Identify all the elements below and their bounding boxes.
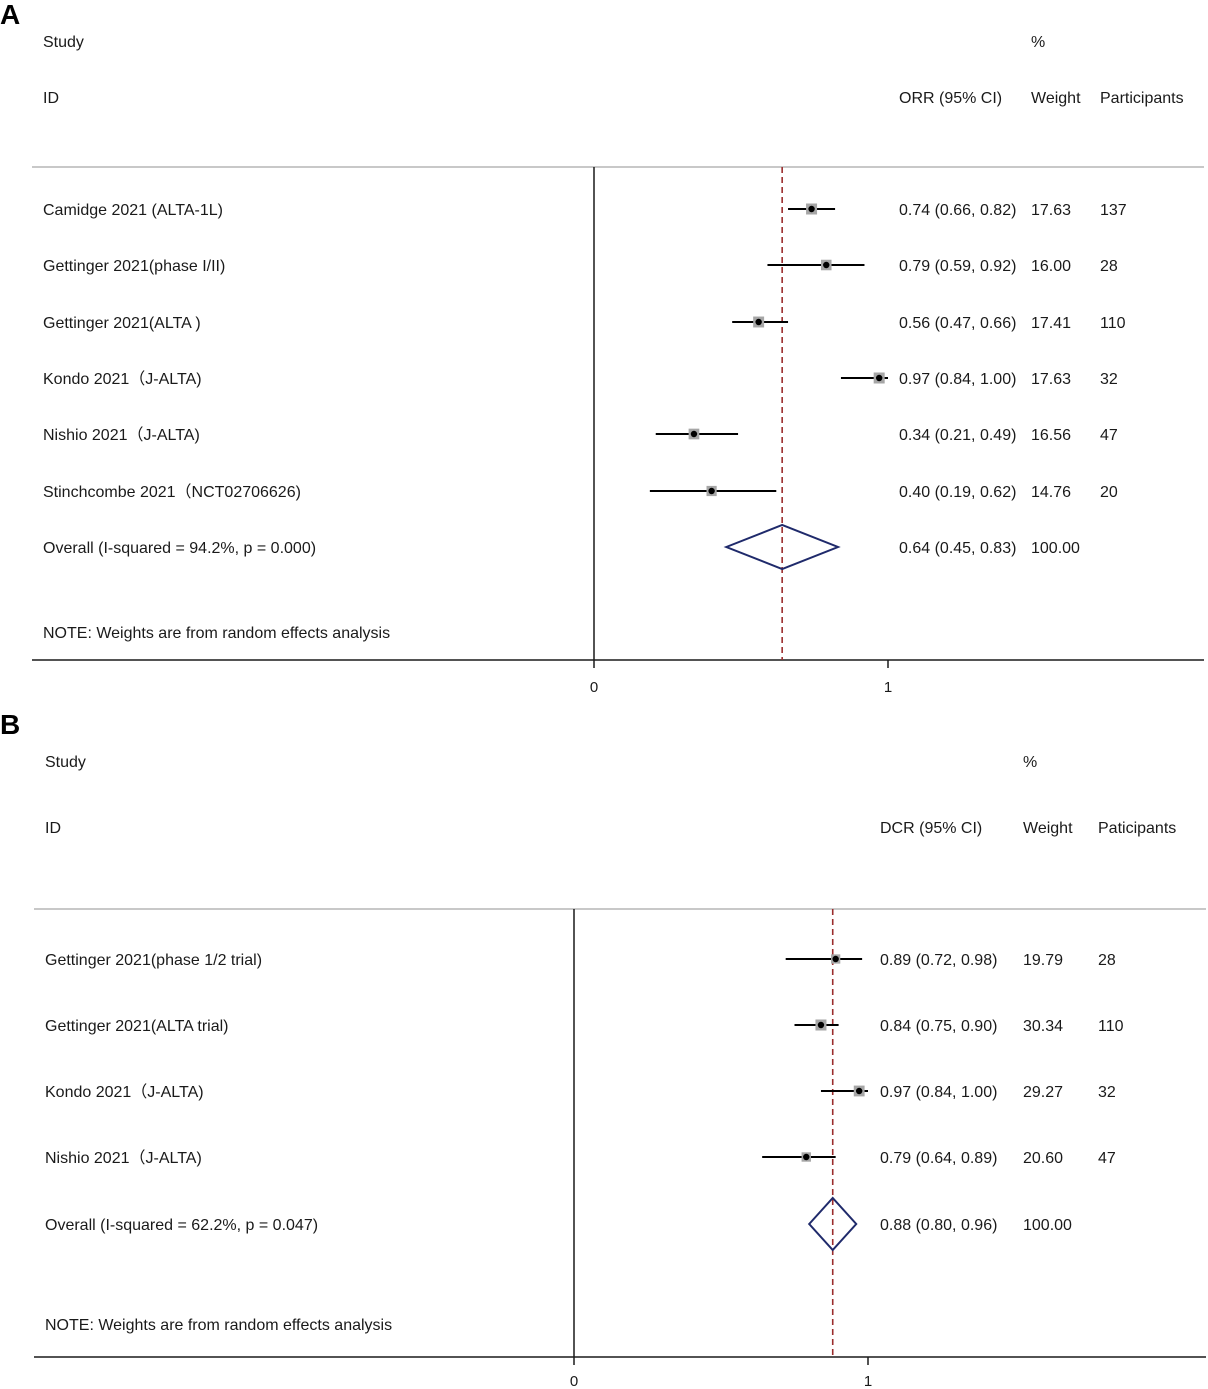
percent-header: % <box>1023 754 1037 771</box>
study-ci-text: 0.79 (0.59, 0.92) <box>899 258 1016 275</box>
study-weight: 20.60 <box>1023 1150 1063 1167</box>
point-estimate <box>875 374 883 382</box>
study-participants: 20 <box>1100 484 1118 501</box>
point-estimate <box>690 430 698 438</box>
point-estimate <box>708 487 715 495</box>
point-estimate <box>803 1153 810 1161</box>
study-participants: 110 <box>1100 315 1126 332</box>
study-participants: 28 <box>1100 258 1118 275</box>
x-tick-label: 0 <box>590 679 598 696</box>
study-ci-text: 0.40 (0.19, 0.62) <box>899 484 1016 501</box>
study-weight: 19.79 <box>1023 952 1063 969</box>
x-tick-label: 1 <box>884 679 892 696</box>
panel-b-label: B <box>0 709 20 740</box>
overall-ci-text: 0.88 (0.80, 0.96) <box>880 1217 997 1234</box>
study-weight: 16.00 <box>1031 258 1071 275</box>
study-weight: 14.76 <box>1031 484 1071 501</box>
study-ci-text: 0.34 (0.21, 0.49) <box>899 427 1016 444</box>
point-estimate <box>823 261 830 269</box>
study-weight: 17.63 <box>1031 371 1071 388</box>
study-participants: 28 <box>1098 952 1116 969</box>
panel-b: B Study ID DCR (95% CI) % Weight Paticip… <box>0 709 1206 1389</box>
weight-header: Weight <box>1031 90 1081 107</box>
study-ci-text: 0.97 (0.84, 1.00) <box>880 1084 997 1101</box>
participants-header: Paticipants <box>1098 820 1176 837</box>
study-header: Study <box>43 34 84 51</box>
id-header: ID <box>43 90 59 107</box>
study-participants: 110 <box>1098 1018 1124 1035</box>
study-label: Gettinger 2021(ALTA trial) <box>45 1018 229 1035</box>
panel-a-label: A <box>0 0 20 30</box>
overall-diamond <box>807 1196 858 1252</box>
study-weight: 16.56 <box>1031 427 1071 444</box>
estimate-header: ORR (95% CI) <box>899 90 1002 107</box>
study-weight: 17.63 <box>1031 202 1071 219</box>
note-text: NOTE: Weights are from random effects an… <box>45 1317 392 1334</box>
overall-weight: 100.00 <box>1023 1217 1072 1234</box>
participants-header: Participants <box>1100 90 1184 107</box>
study-label: Kondo 2021（J-ALTA) <box>45 1083 204 1101</box>
study-ci-text: 0.74 (0.66, 0.82) <box>899 202 1016 219</box>
study-label: Gettinger 2021(phase I/II) <box>43 258 225 275</box>
point-estimate <box>755 318 762 326</box>
weight-header: Weight <box>1023 820 1073 837</box>
study-weight: 30.34 <box>1023 1018 1063 1035</box>
study-participants: 47 <box>1100 427 1118 444</box>
study-ci-text: 0.84 (0.75, 0.90) <box>880 1018 997 1035</box>
id-header: ID <box>45 820 61 837</box>
study-ci-text: 0.89 (0.72, 0.98) <box>880 952 997 969</box>
study-participants: 32 <box>1098 1084 1116 1101</box>
point-estimate <box>808 205 815 213</box>
note-text: NOTE: Weights are from random effects an… <box>43 625 390 642</box>
x-tick-label: 0 <box>570 1373 578 1389</box>
study-label: Camidge 2021 (ALTA-1L) <box>43 202 223 219</box>
study-weight: 29.27 <box>1023 1084 1063 1101</box>
plot-marks-a <box>649 167 888 660</box>
study-label: Stinchcombe 2021（NCT02706626) <box>43 483 301 501</box>
estimate-header: DCR (95% CI) <box>880 820 982 837</box>
study-participants: 137 <box>1100 202 1127 219</box>
study-label: Nishio 2021（J-ALTA) <box>43 426 200 444</box>
study-ci-text: 0.97 (0.84, 1.00) <box>899 371 1016 388</box>
study-participants: 32 <box>1100 371 1118 388</box>
x-tick-label: 1 <box>864 1373 872 1389</box>
plot-marks-b <box>762 909 868 1357</box>
study-label: Nishio 2021（J-ALTA) <box>45 1149 202 1167</box>
overall-weight: 100.00 <box>1031 540 1080 557</box>
study-header: Study <box>45 754 86 771</box>
point-estimate <box>855 1087 863 1095</box>
study-ci-text: 0.79 (0.64, 0.89) <box>880 1150 997 1167</box>
study-weight: 17.41 <box>1031 315 1071 332</box>
overall-label: Overall (I-squared = 94.2%, p = 0.000) <box>43 540 316 557</box>
point-estimate <box>832 955 839 963</box>
study-participants: 47 <box>1098 1150 1116 1167</box>
study-label: Gettinger 2021(phase 1/2 trial) <box>45 952 262 969</box>
point-estimate <box>817 1021 825 1029</box>
overall-label: Overall (I-squared = 62.2%, p = 0.047) <box>45 1217 318 1234</box>
overall-diamond <box>723 523 841 571</box>
study-label: Kondo 2021（J-ALTA) <box>43 370 202 388</box>
overall-ci-text: 0.64 (0.45, 0.83) <box>899 540 1016 557</box>
percent-header: % <box>1031 34 1045 51</box>
study-label: Gettinger 2021(ALTA ) <box>43 315 201 332</box>
study-ci-text: 0.56 (0.47, 0.66) <box>899 315 1016 332</box>
panel-a: A Study ID ORR (95% CI) % Weight Partici… <box>0 0 1204 696</box>
